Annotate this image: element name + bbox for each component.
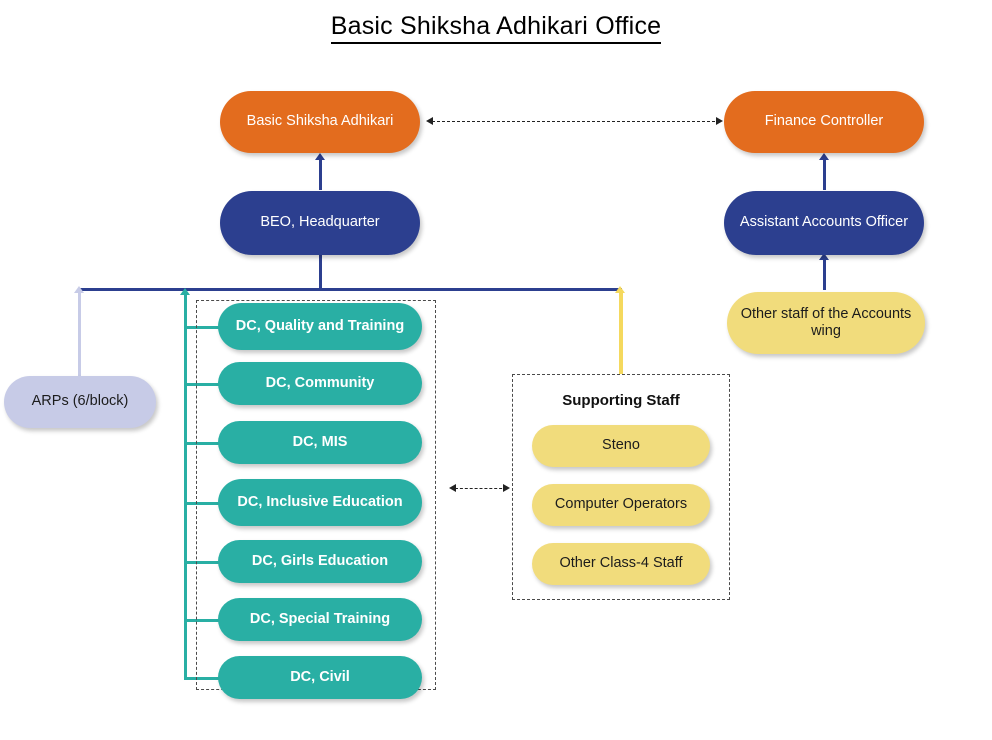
arrowhead-bsa-fc-right [716,117,723,125]
connector-dc-branch-4 [184,502,220,505]
connector-dc-branch-1 [184,326,220,329]
arrowhead-bsa-fc-left [426,117,433,125]
node-label: Other Class-4 Staff [559,555,683,572]
page-title: Basic Shiksha Adhikari Office [0,12,992,44]
connector-dc-branch-3 [184,442,220,445]
connector-dc-to-supporting-dashed [455,488,507,489]
supporting-staff-title: Supporting Staff [512,392,730,409]
node-label: Steno [602,437,640,454]
node-label: Basic Shiksha Adhikari [246,113,394,130]
supporting-staff-title-text: Supporting Staff [562,392,680,409]
node-label: DC, Quality and Training [235,317,405,334]
node-label: Assistant Accounts Officer [739,214,909,231]
arrowhead-dc-support-right [503,484,510,492]
connector-accountsstaff-to-aao [823,260,826,290]
node-other-class-4-staff[interactable]: Other Class-4 Staff [532,543,710,585]
arrowhead-bus-to-supporting-staff [615,286,625,293]
node-assistant-accounts-officer[interactable]: Assistant Accounts Officer [724,191,924,255]
connector-dc-branch-2 [184,383,220,386]
arrowhead-beo-to-bsa [315,153,325,160]
connector-aao-to-fc [823,160,826,190]
connector-bus-to-supporting-staff [619,292,623,374]
node-other-staff-accounts-wing[interactable]: Other staff of the Accounts wing [727,292,925,354]
node-beo-headquarter[interactable]: BEO, Headquarter [220,191,420,255]
node-label: DC, Special Training [249,610,391,627]
connector-bsa-to-fc-dashed [432,121,720,122]
node-dc-mis[interactable]: DC, MIS [218,421,422,464]
arrowhead-dc-support-left [449,484,456,492]
connector-dc-branch-5 [184,561,220,564]
node-basic-shiksha-adhikari[interactable]: Basic Shiksha Adhikari [220,91,420,153]
node-label: Other staff of the Accounts wing [740,305,912,339]
connector-bus-to-arps [78,292,81,376]
node-computer-operators[interactable]: Computer Operators [532,484,710,526]
node-label: DC, MIS [292,433,348,450]
node-label: BEO, Headquarter [260,214,380,231]
node-label: Finance Controller [764,113,884,130]
node-arps[interactable]: ARPs (6/block) [4,376,156,428]
node-dc-community[interactable]: DC, Community [218,362,422,405]
node-finance-controller[interactable]: Finance Controller [724,91,924,153]
supporting-staff-frame [512,374,730,600]
node-label: DC, Inclusive Education [237,493,403,510]
node-label: DC, Community [265,374,375,391]
connector-dc-riser [184,295,187,680]
connector-beo-to-bsa [319,160,322,190]
connector-dc-branch-6 [184,619,220,622]
node-dc-special-training[interactable]: DC, Special Training [218,598,422,641]
node-label: ARPs (6/block) [31,393,129,410]
node-label: Computer Operators [554,496,688,513]
node-dc-quality-and-training[interactable]: DC, Quality and Training [218,303,422,350]
connector-dc-branch-7 [184,677,220,680]
arrowhead-accountsstaff-to-aao [819,253,829,260]
node-dc-civil[interactable]: DC, Civil [218,656,422,699]
page-title-text: Basic Shiksha Adhikari Office [330,12,662,44]
node-label: DC, Civil [290,668,350,685]
arrowhead-dc-riser [180,288,190,295]
node-label: DC, Girls Education [251,552,389,569]
node-dc-girls-education[interactable]: DC, Girls Education [218,540,422,583]
arrowhead-bus-to-arps [74,286,84,293]
connector-horizontal-bus [79,288,622,291]
node-steno[interactable]: Steno [532,425,710,467]
connector-beo-stem [319,255,322,290]
node-dc-inclusive-education[interactable]: DC, Inclusive Education [218,479,422,526]
arrowhead-aao-to-fc [819,153,829,160]
